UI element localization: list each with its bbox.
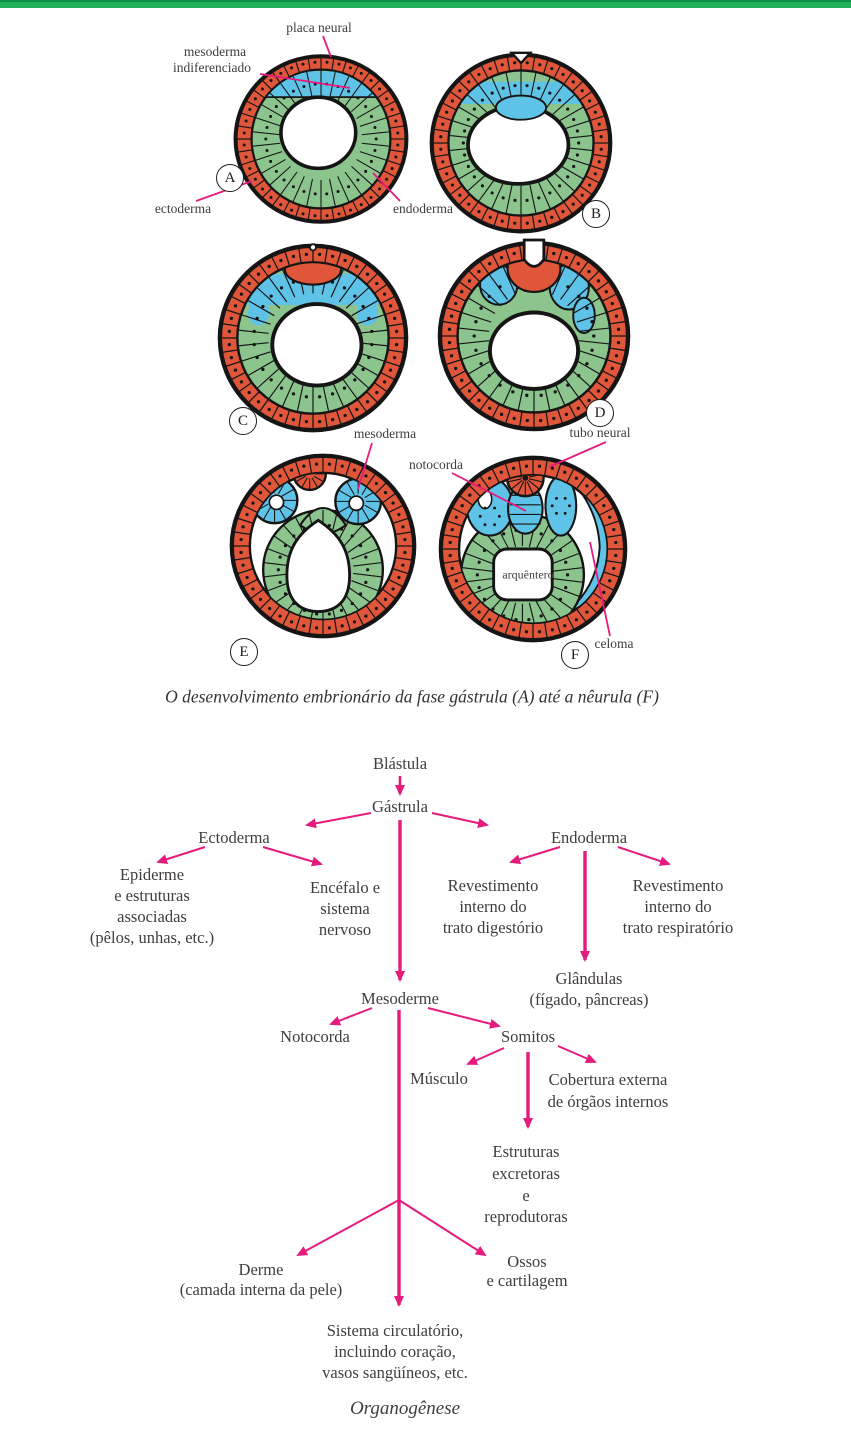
- node-glandulas-line2: (fígado, pâncreas): [529, 990, 649, 1009]
- label-celoma: celoma: [594, 636, 634, 651]
- stage-marker-a: A: [216, 164, 244, 192]
- embryo-diagram-d: [437, 238, 631, 432]
- stage-marker-f: F: [561, 641, 589, 669]
- node-sistema-circulatorio-line2: incluindo coração,: [334, 1342, 456, 1361]
- node-epiderme-line4: (pêlos, unhas, etc.): [89, 928, 215, 947]
- page-top-border: [0, 0, 851, 8]
- node-notocorda: Notocorda: [280, 1027, 350, 1046]
- node-ossos-line1: Ossos: [507, 1252, 547, 1271]
- node-somitos: Somitos: [500, 1027, 556, 1046]
- node-estruturas-line3: e: [522, 1186, 530, 1205]
- node-mesoderme: Mesoderme: [361, 989, 439, 1008]
- label-tubo-neural: tubo neural: [569, 425, 631, 440]
- node-derme-line2: (camada interna da pele): [179, 1280, 343, 1299]
- label-mesoderma-indiferenciado-line2: indiferenciado: [173, 60, 251, 75]
- node-estruturas-line2: excretoras: [492, 1164, 560, 1183]
- stage-marker-e: E: [230, 638, 258, 666]
- node-encefalo-line3: nervoso: [318, 920, 372, 939]
- node-revestimento-respiratorio-line3: trato respiratório: [622, 918, 734, 937]
- embryo-diagram-b: [429, 51, 613, 234]
- flowchart-arrows: [156, 776, 671, 1307]
- label-ectoderma: ectoderma: [154, 201, 212, 216]
- embryo-diagram-neurula-f: [438, 455, 628, 643]
- label-notocorda: notocorda: [409, 457, 463, 472]
- node-revestimento-respiratorio-line1: Revestimento: [632, 876, 724, 895]
- node-endoderma: Endoderma: [550, 828, 628, 847]
- node-revestimento-digestorio-line3: trato digestório: [442, 918, 544, 937]
- embryo-diagram-e: [229, 453, 417, 639]
- embryo-diagram-gastrula-a: [233, 54, 409, 224]
- label-mesoderma: mesoderma: [353, 426, 417, 441]
- node-ossos-line2: e cartilagem: [486, 1271, 568, 1290]
- node-epiderme-line2: e estruturas: [114, 886, 190, 905]
- node-cobertura-line2: de órgãos internos: [547, 1092, 669, 1111]
- node-sistema-circulatorio-line3: vasos sangüíneos, etc.: [322, 1363, 468, 1382]
- node-revestimento-respiratorio-line2: interno do: [644, 897, 712, 916]
- embryo-diagram-c: [217, 243, 409, 433]
- node-glandulas-line1: Glândulas: [555, 969, 623, 988]
- node-musculo: Músculo: [410, 1069, 468, 1088]
- node-sistema-circulatorio-line1: Sistema circulatório,: [326, 1321, 464, 1340]
- stage-marker-b: B: [582, 200, 610, 228]
- node-ectoderma: Ectoderma: [198, 828, 270, 847]
- node-derme-line1: Derme: [238, 1260, 284, 1279]
- node-encefalo-line2: sistema: [320, 899, 370, 918]
- label-endoderma: endoderma: [393, 201, 453, 216]
- node-epiderme-line3: associadas: [117, 907, 187, 926]
- node-epiderme-line1: Epiderme: [119, 865, 185, 884]
- node-estruturas-line1: Estruturas: [492, 1142, 560, 1161]
- organogenese-caption: Organogênese: [349, 1398, 461, 1419]
- label-placa-neural: placa neural: [286, 20, 352, 35]
- node-estruturas-line4: reprodutoras: [484, 1207, 568, 1226]
- node-cobertura-line1: Cobertura externa: [548, 1070, 668, 1089]
- node-revestimento-digestorio-line2: interno do: [459, 897, 527, 916]
- node-encefalo-line1: Encéfalo e: [309, 878, 381, 897]
- stage-marker-c: C: [229, 407, 257, 435]
- label-arquentero: arquêntero: [502, 567, 554, 582]
- node-revestimento-digestorio-line1: Revestimento: [447, 876, 539, 895]
- label-mesoderma-indiferenciado-line1: mesoderma: [183, 44, 247, 59]
- stage-marker-d: D: [586, 399, 614, 427]
- node-gastrula: Gástrula: [372, 797, 428, 816]
- node-blastula: Blástula: [372, 754, 428, 773]
- figure-caption: O desenvolvimento embrionário da fase gá…: [165, 686, 659, 707]
